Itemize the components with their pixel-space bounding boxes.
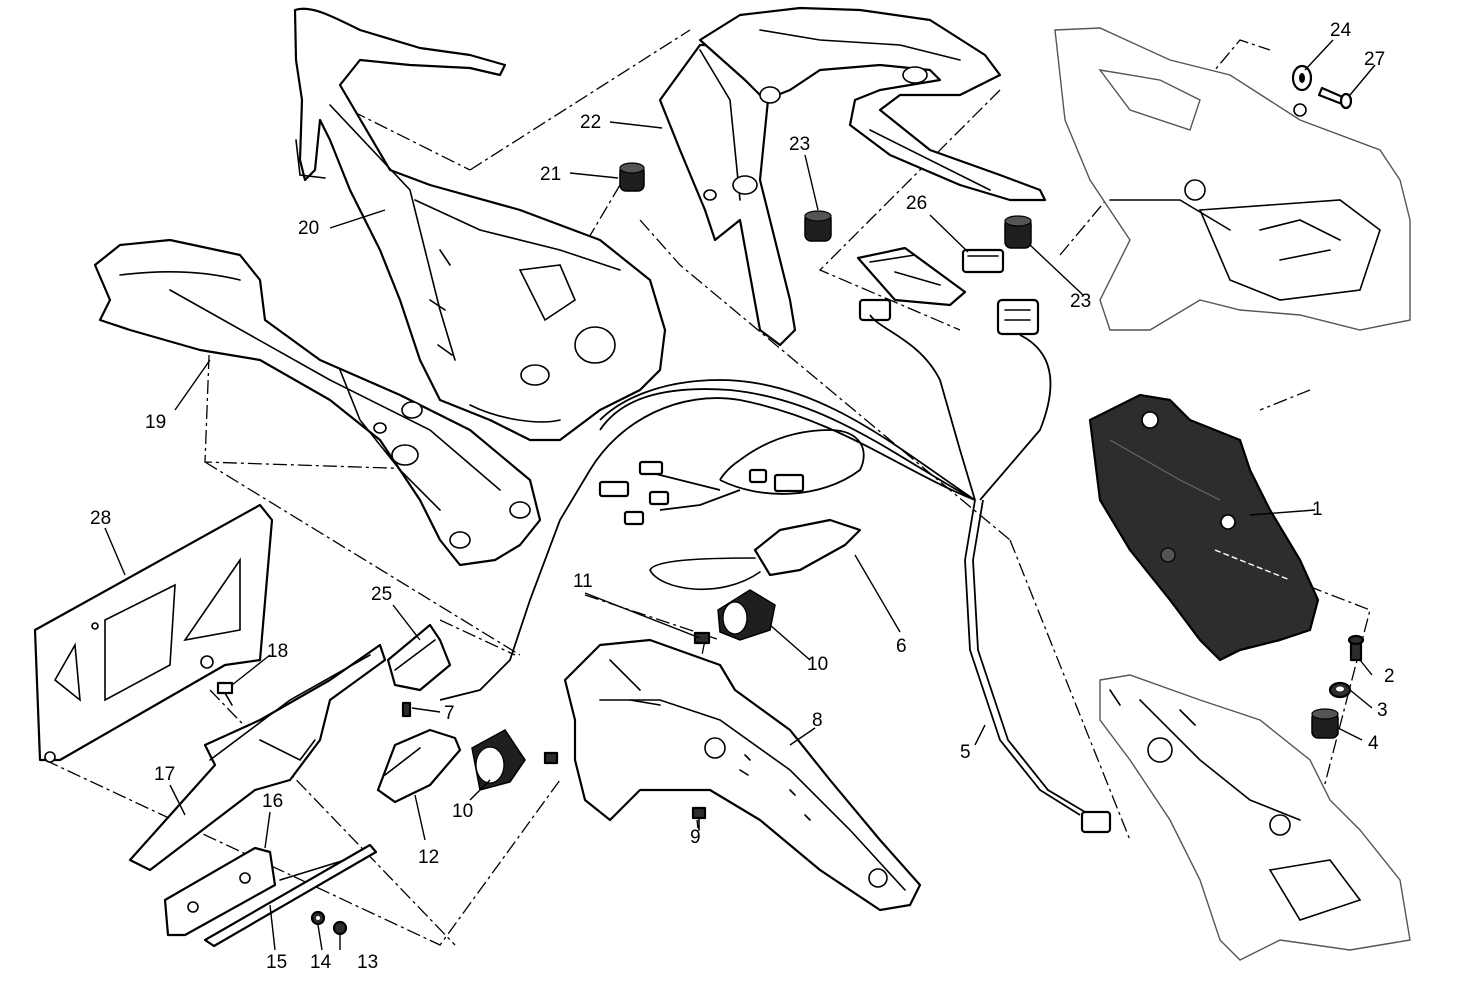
part-11-screw xyxy=(693,631,711,645)
part-19-undertray xyxy=(93,238,542,567)
callout-13: 13 xyxy=(357,952,378,973)
callout-24: 24 xyxy=(1330,20,1352,41)
callout-2: 2 xyxy=(1384,666,1395,687)
callout-8: 8 xyxy=(812,710,823,731)
callout-9: 9 xyxy=(690,827,701,848)
context-tail-assembly-upper xyxy=(1054,27,1411,331)
callout-25: 25 xyxy=(371,584,392,605)
part-10-rubber-mount-left xyxy=(471,729,526,791)
part-17-plate-bracket xyxy=(128,643,387,872)
callout-12: 12 xyxy=(418,847,439,868)
callout-7: 7 xyxy=(444,703,455,724)
callout-labels: 1 2 3 4 5 6 7 8 9 10 10 11 12 13 14 15 1… xyxy=(90,20,1395,973)
part-28-license-plate-holder xyxy=(33,503,274,763)
part-15-plate-strip xyxy=(203,843,378,948)
callout-26: 26 xyxy=(906,193,927,214)
part-small-screw xyxy=(543,751,559,765)
callout-20: 20 xyxy=(298,218,319,239)
callout-18: 18 xyxy=(267,641,288,662)
part-7-screw xyxy=(401,701,412,718)
callout-17: 17 xyxy=(154,764,175,785)
callout-6: 6 xyxy=(896,636,907,657)
part-23-grommet-upper xyxy=(804,210,832,242)
callout-19: 19 xyxy=(145,412,166,433)
callout-15: 15 xyxy=(266,952,287,973)
callout-27: 27 xyxy=(1364,49,1385,70)
part-21-grommet xyxy=(619,162,645,192)
context-frame-lower xyxy=(1099,674,1411,961)
part-6-turn-signal xyxy=(649,518,862,591)
callout-23-upper: 23 xyxy=(789,134,810,155)
callout-21: 21 xyxy=(540,164,561,185)
leader-lines xyxy=(104,39,1376,951)
callout-1: 1 xyxy=(1312,499,1323,520)
part-5-wiring-harness xyxy=(439,314,1112,834)
part-27-screw xyxy=(1317,86,1353,110)
callout-4: 4 xyxy=(1368,733,1379,754)
part-26-connector xyxy=(961,248,1040,336)
callout-14: 14 xyxy=(310,952,332,973)
part-3-washer xyxy=(1328,681,1352,699)
part-16-plate-support xyxy=(163,846,277,937)
part-2-screw xyxy=(1347,634,1365,662)
callout-23-right: 23 xyxy=(1070,291,1091,312)
part-14-washer xyxy=(310,910,326,926)
callout-16: 16 xyxy=(262,791,283,812)
callout-10-left: 10 xyxy=(452,801,473,822)
part-1-rear-cover xyxy=(1088,393,1320,662)
part-20-tail-subframe xyxy=(293,7,667,442)
part-23-grommet-right xyxy=(1004,215,1032,249)
callout-3: 3 xyxy=(1377,700,1388,721)
part-9-screw xyxy=(691,806,707,831)
callout-22: 22 xyxy=(580,112,601,133)
part-relay-module xyxy=(856,246,967,322)
callout-28: 28 xyxy=(90,508,111,529)
part-13-nut xyxy=(332,920,348,936)
callout-10-right: 10 xyxy=(807,654,828,675)
part-10-rubber-mount-right xyxy=(717,589,776,641)
part-4-grommet xyxy=(1311,708,1339,739)
callout-11: 11 xyxy=(573,571,593,592)
part-tail-housing-top xyxy=(698,6,1047,202)
part-18-bolt xyxy=(216,681,234,706)
part-8-plate-bracket xyxy=(563,638,922,912)
part-12-turn-signal xyxy=(376,728,462,804)
part-25-plate-light xyxy=(386,623,452,692)
callout-5: 5 xyxy=(960,742,971,763)
part-24-washer xyxy=(1291,64,1313,92)
